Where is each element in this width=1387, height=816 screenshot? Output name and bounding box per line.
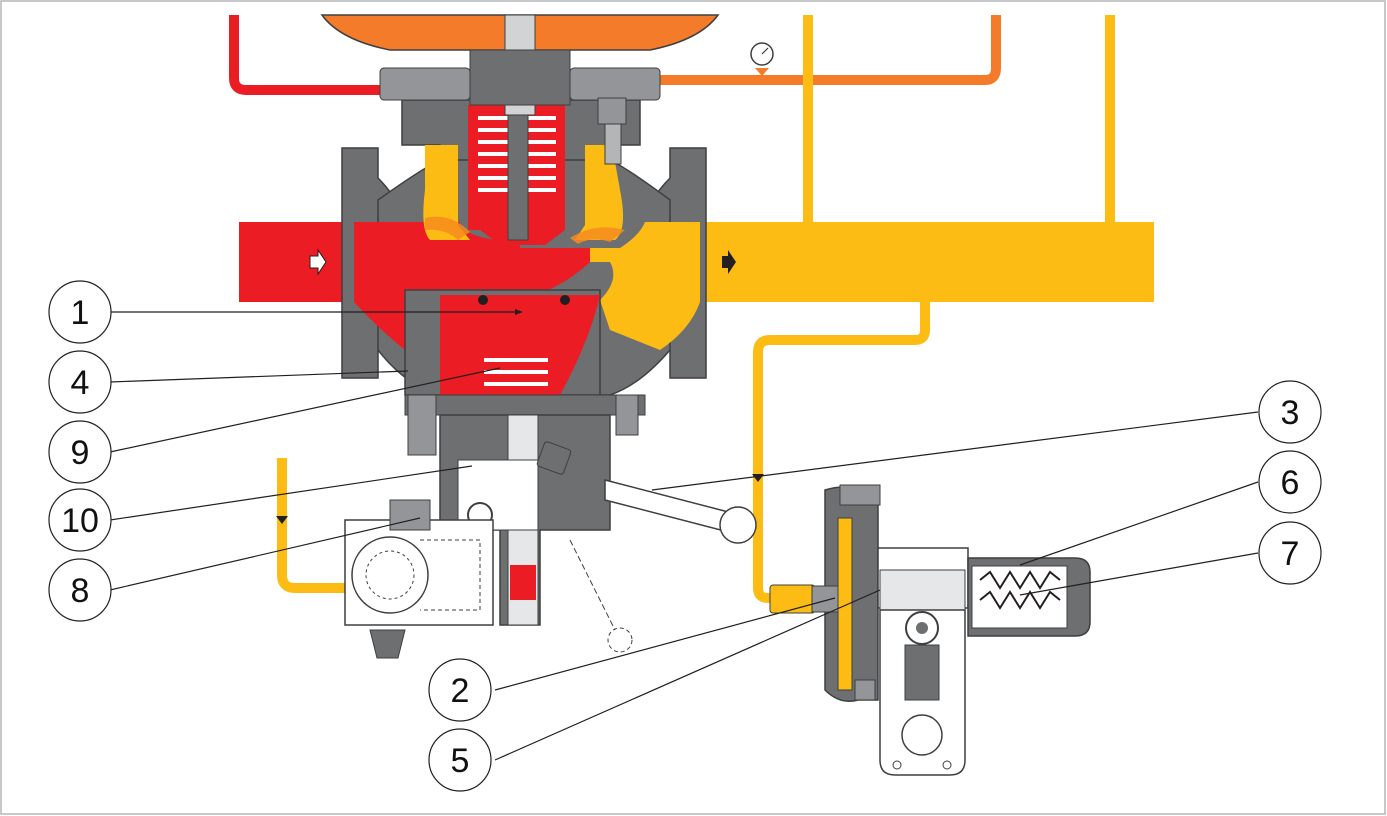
pilot-inlet-fitting: [769, 584, 816, 614]
upper-outlet-chamber-left: [423, 145, 470, 240]
callout-2: 2: [428, 658, 492, 722]
callout-label: 7: [1281, 535, 1300, 573]
reset-lever-knob: [719, 506, 757, 544]
callout-10: 10: [48, 488, 112, 552]
pilot-inlet-nut: [811, 585, 839, 613]
pilot-mount-hole: [901, 714, 943, 756]
bleed-screw: [597, 97, 627, 125]
callout-label: 10: [61, 502, 99, 540]
pilot-vent: [839, 484, 881, 506]
bleed-screw-thread: [604, 123, 622, 165]
callout-1: 1: [48, 280, 112, 344]
pilot-mount-screw: [892, 760, 902, 770]
callout-9: 9: [48, 420, 112, 484]
pilot-vent-bottom: [854, 679, 876, 701]
controller-cap: [369, 629, 406, 659]
callout-label: 1: [71, 294, 90, 332]
flow-wisp-left: [425, 216, 470, 240]
inlet-fitting: [379, 67, 471, 101]
callout-label: 6: [1281, 464, 1300, 502]
callout-label: 5: [451, 742, 470, 780]
lower-spring: [484, 358, 548, 386]
callout-label: 4: [71, 364, 90, 402]
pilot-pressure-line: [560, 15, 1001, 85]
outlet-chamber: [590, 222, 700, 350]
lower-flange-plate: [404, 394, 646, 416]
inlet-sense-line: [229, 15, 395, 95]
flow-wisp-right: [570, 227, 625, 244]
callout-7: 7: [1258, 521, 1322, 585]
callout-8: 8: [48, 558, 112, 622]
callout-6: 6: [1258, 450, 1322, 514]
lever-alt-position: [569, 539, 616, 631]
lower-inlet-chamber: [440, 295, 600, 395]
pilot-lower-valve: [904, 644, 940, 701]
latch-block: [536, 441, 572, 475]
controller-inner: [365, 550, 415, 600]
o-ring: [478, 295, 488, 305]
lever-alt-knob: [607, 627, 633, 653]
slam-shut-sense-line: [277, 458, 345, 593]
controller-screw: [389, 499, 431, 531]
outlet-flow-arrow-icon: [722, 250, 736, 274]
pressure-gauge-icon: [750, 42, 774, 76]
callout-label: 2: [451, 672, 470, 710]
pilot-spring-chamber: [971, 565, 1068, 629]
o-ring: [560, 295, 570, 305]
slam-shut-seat: [510, 565, 536, 600]
pilot-spring-lower: [979, 590, 1061, 610]
inlet-flow-arrow-icon: [309, 248, 327, 276]
outlet-pipe: [700, 222, 1154, 302]
callout-label: 9: [71, 434, 90, 472]
callout-3: 3: [1258, 380, 1322, 444]
leader-arrowhead: [515, 309, 523, 315]
callout-5: 5: [428, 728, 492, 792]
upper-outlet-chamber-right: [575, 145, 624, 240]
bolt-left: [407, 394, 437, 456]
controller-diaphragm: [351, 536, 429, 614]
inlet-pipe: [239, 222, 354, 302]
controller-linkage: [420, 539, 481, 611]
stem-guide: [469, 49, 571, 106]
pilot-spring-upper: [979, 570, 1061, 590]
callout-4: 4: [48, 350, 112, 414]
pilot-adjust-hub: [916, 622, 928, 634]
pilot-diaphragm: [837, 517, 853, 691]
pilot-valve-seat: [879, 569, 966, 611]
callout-label: 8: [71, 572, 90, 610]
valve-stem: [507, 109, 529, 241]
bolt-right: [615, 394, 639, 436]
pilot-supply-line: [753, 302, 930, 603]
leader-lines: [109, 311, 1259, 761]
pilot-mount-screw: [942, 760, 952, 770]
callout-label: 3: [1281, 394, 1300, 432]
outlet-fitting: [569, 67, 661, 101]
flow-direction-icon: [276, 516, 288, 524]
